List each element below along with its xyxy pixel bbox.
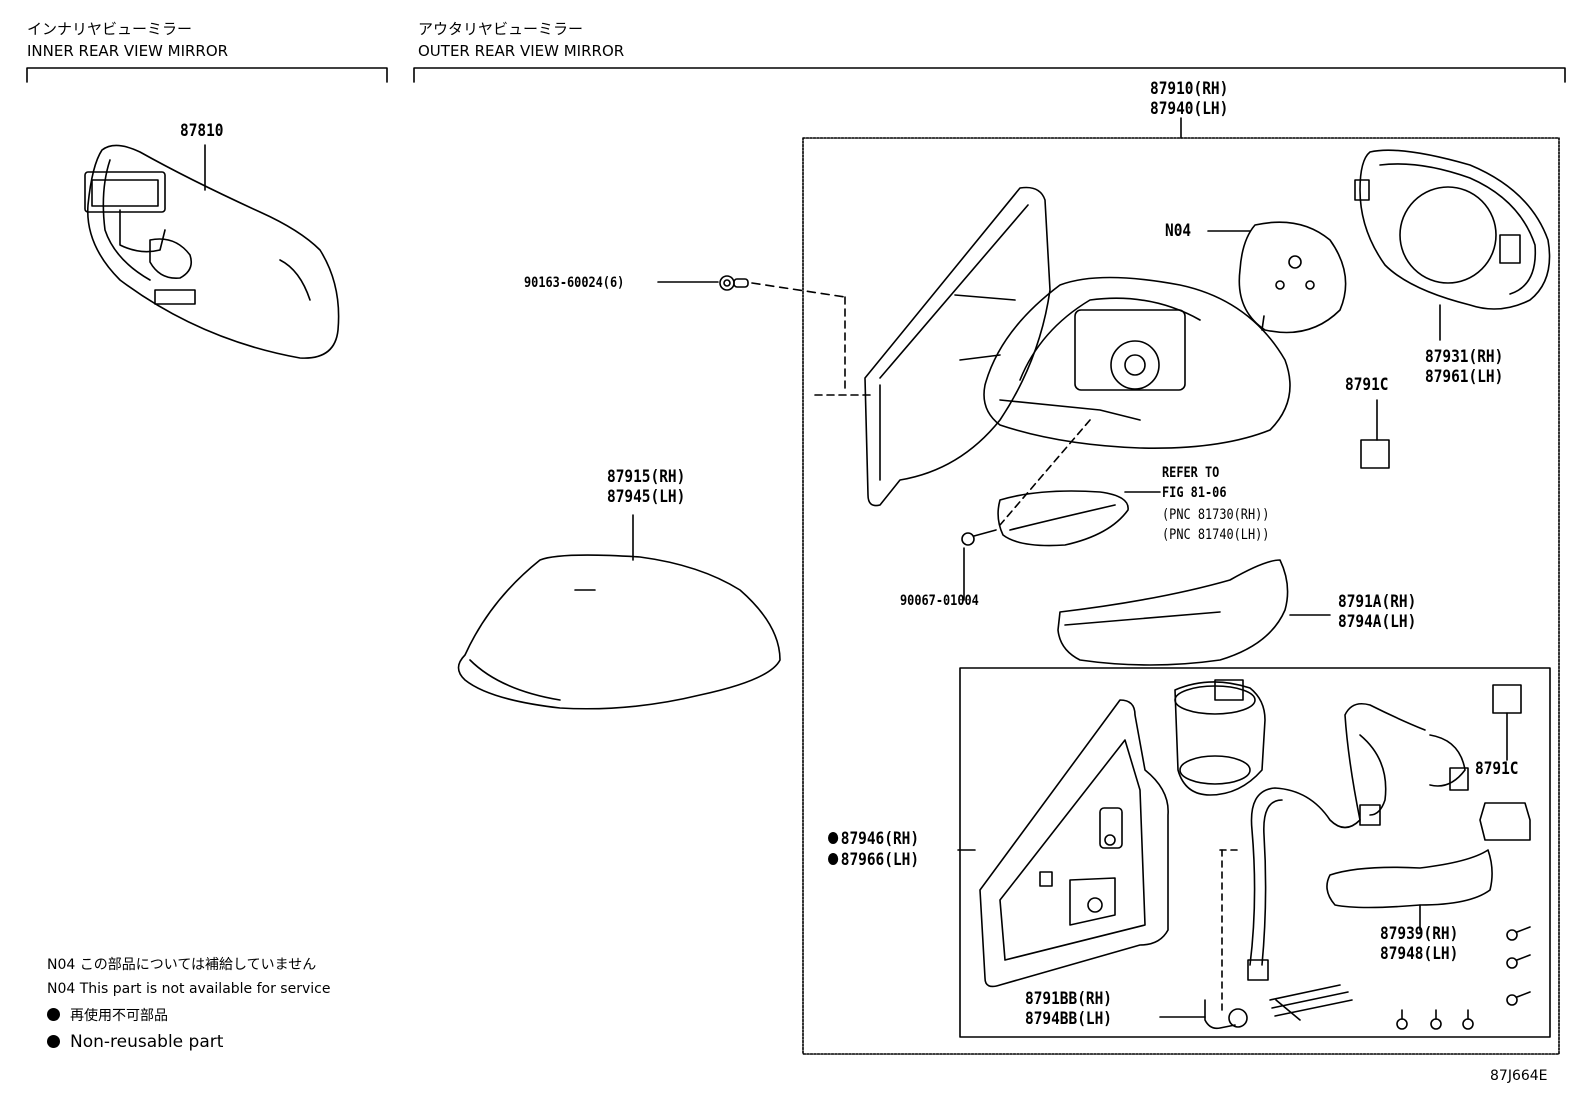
inner-header-jp: インナリヤビューミラー (27, 20, 193, 38)
part-87945[interactable]: 87945(LH) (607, 487, 686, 507)
note-n04-en: N04 This part is not available for servi… (47, 981, 331, 997)
part-87961[interactable]: 87961(LH) (1425, 367, 1504, 387)
bolt-90163-drawing (657, 275, 846, 298)
part-87915[interactable]: 87915(RH) (607, 467, 686, 487)
part-87966[interactable]: 87966(LH) (828, 851, 919, 870)
part-8794a[interactable]: 8794A(LH) (1338, 612, 1417, 632)
part-87946[interactable]: 87946(RH) (828, 830, 919, 849)
part-8791bb[interactable]: 8791BB(RH) (1025, 989, 1113, 1009)
n04-actuator-drawing (1207, 221, 1347, 334)
note-nonreuse-jp-text: 再使用不可部品 (70, 1008, 168, 1024)
inner-mirror-drawing (84, 144, 340, 359)
lower-cover-8791a-drawing (1057, 559, 1331, 666)
small-screws-drawing (1396, 926, 1531, 1030)
refer-fig-link[interactable]: FIG 81-06 (1162, 485, 1227, 501)
part-8791c-lower[interactable]: 8791C (1475, 759, 1519, 779)
part-n04[interactable]: N04 (1165, 221, 1192, 241)
bullet-icon (47, 1035, 60, 1048)
non-reusable-icon (828, 853, 839, 865)
subassembly-frame (959, 667, 1551, 1038)
turn-signal-drawing (997, 490, 1161, 547)
part-87940[interactable]: 87940(LH) (1150, 99, 1229, 119)
part-87931[interactable]: 87931(RH) (1425, 347, 1504, 367)
outer-header-en: OUTER REAR VIEW MIRROR (418, 42, 625, 60)
note-nonreuse-en-text: Non-reusable part (70, 1032, 224, 1052)
mirror-cover-drawing (457, 514, 781, 710)
inner-header-en: INNER REAR VIEW MIRROR (27, 42, 229, 60)
refer-pnc-lh: (PNC 81740(LH)) (1162, 527, 1270, 543)
part-90163-60024[interactable]: 90163-60024(6) (524, 275, 625, 291)
part-87939[interactable]: 87939(RH) (1380, 924, 1459, 944)
inner-cover-87939-drawing (1326, 849, 1493, 931)
note-n04-jp: N04 この部品については補給していません (47, 957, 317, 973)
pad-8791c-drawing (1360, 399, 1531, 841)
note-nonreuse-jp: 再使用不可部品 (47, 1007, 168, 1025)
outer-mirror-glass-drawing (1354, 149, 1551, 341)
bullet-icon (47, 1008, 60, 1021)
outer-header-jp: アウタリヤビューミラー (418, 20, 584, 38)
screw-90067-drawing (961, 529, 997, 601)
clamp-8791bb-drawing (1159, 999, 1248, 1030)
part-8791a[interactable]: 8791A(RH) (1338, 592, 1417, 612)
part-8791c-upper[interactable]: 8791C (1345, 375, 1389, 395)
part-87946-label: 87946(RH) (840, 829, 920, 849)
inner-section-bracket (26, 67, 388, 83)
note-nonreuse-en: Non-reusable part (47, 1033, 223, 1051)
refer-to-label: REFER TO (1162, 465, 1220, 481)
part-87810[interactable]: 87810 (180, 121, 224, 141)
refer-pnc-rh: (PNC 81730(RH)) (1162, 507, 1270, 523)
part-90067-01004[interactable]: 90067-01004 (900, 593, 979, 609)
mirror-glass-drawing (814, 186, 1051, 507)
wire-harness-drawing (1219, 702, 1469, 1021)
non-reusable-icon (828, 832, 839, 844)
part-87966-label: 87966(LH) (840, 850, 920, 870)
motor-drawing (1174, 679, 1266, 796)
outer-section-bracket (413, 67, 1566, 83)
glass-holder-87946-drawing (957, 699, 1169, 988)
part-87910[interactable]: 87910(RH) (1150, 79, 1229, 99)
mirror-housing-drawing (983, 276, 1291, 526)
part-87948[interactable]: 87948(LH) (1380, 944, 1459, 964)
figure-code: 87J664E (1490, 1068, 1548, 1084)
part-8794bb[interactable]: 8794BB(LH) (1025, 1009, 1113, 1029)
